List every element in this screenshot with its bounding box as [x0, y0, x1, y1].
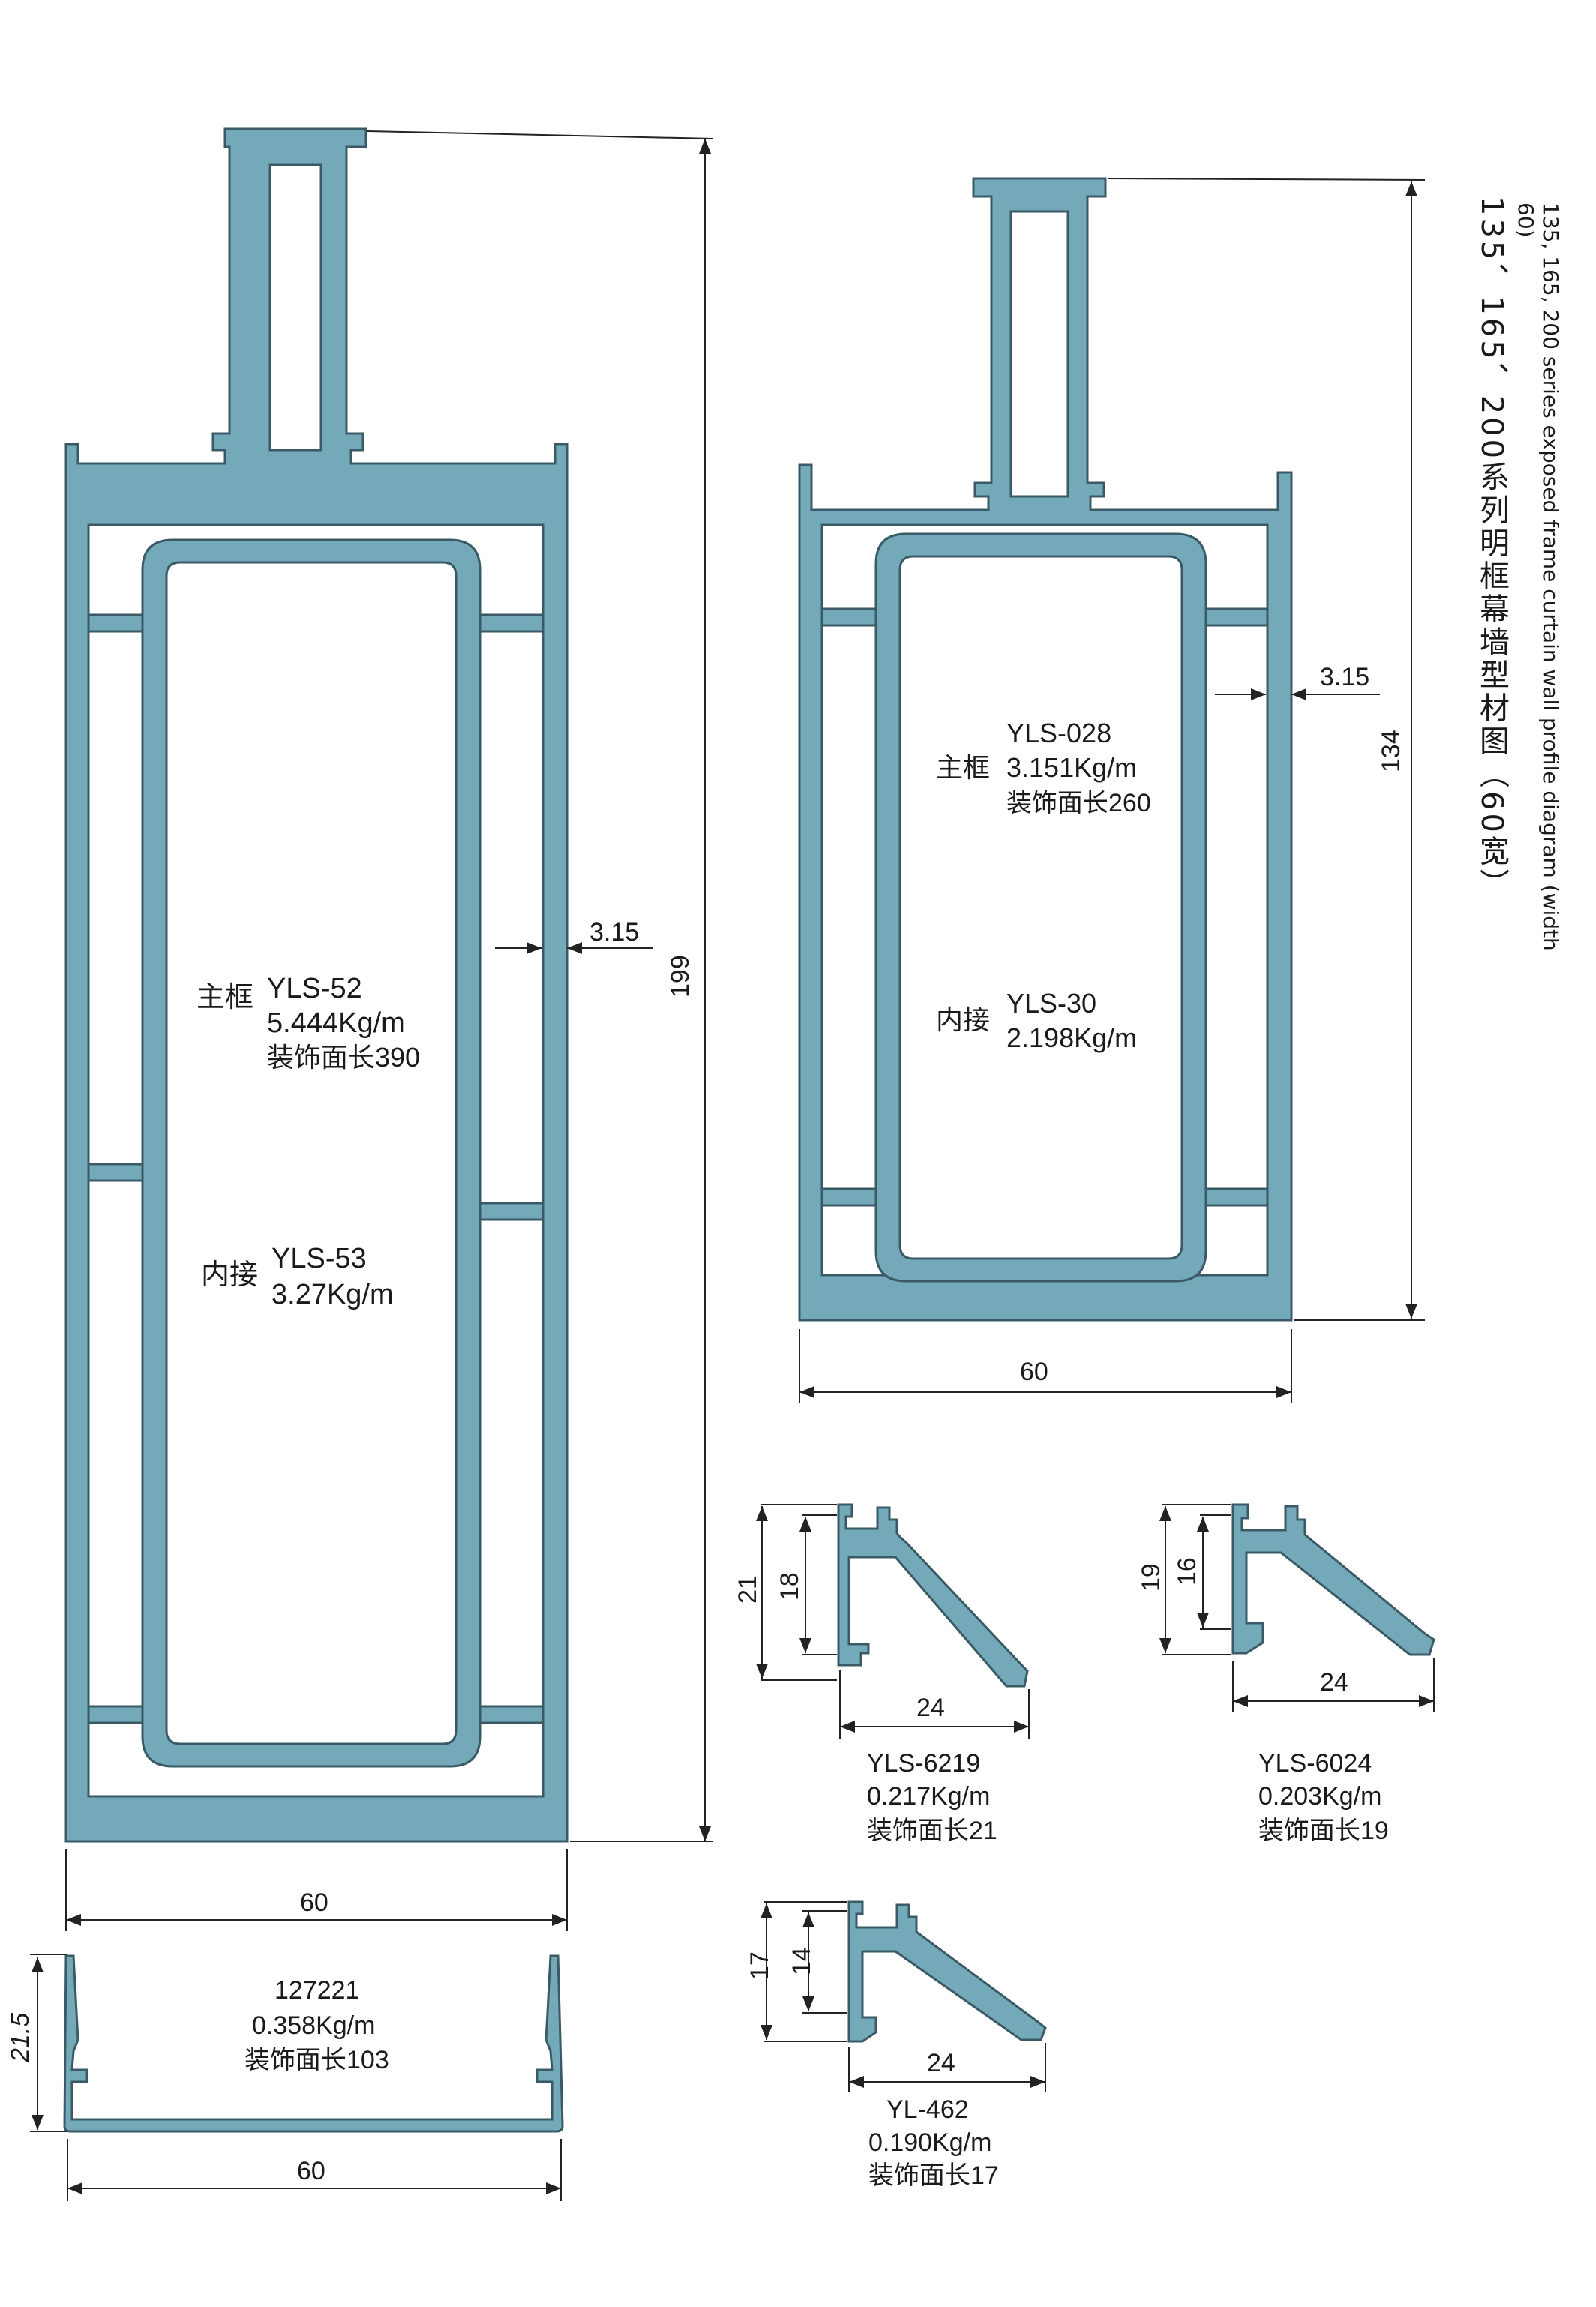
large-main-code: YLS-52: [267, 973, 362, 1004]
medium-inner-label: 内接: [936, 1004, 990, 1035]
large-main-face: 装饰面长390: [267, 1042, 420, 1072]
462-width-value: 24: [927, 2049, 956, 2078]
large-rib: [478, 1705, 544, 1724]
6219-face: 装饰面长21: [867, 1816, 998, 1845]
profile-6219: 21 18 24 YLS-6219 0.217Kg/m 装饰面长21: [734, 1503, 1030, 1845]
cover-face: 装饰面长103: [244, 2046, 389, 2074]
large-inner-weight: 3.27Kg/m: [272, 1279, 394, 1310]
cover-profile-shape: [63, 1954, 564, 2133]
medium-width-value: 60: [1020, 1358, 1048, 1386]
profile-462: 17 14 24 YL-462 0.190Kg/m 装饰面长17: [746, 1900, 1047, 2190]
profile-6024: 19 16 24 YLS-6024 0.203Kg/m 装饰面长19: [1137, 1503, 1436, 1845]
large-wall-value: 3.15: [590, 918, 639, 946]
large-main-frame: [64, 128, 568, 1843]
6024-weight: 0.203Kg/m: [1258, 1782, 1382, 1810]
large-inner-frame: [141, 538, 482, 1768]
462-weight: 0.190Kg/m: [868, 2128, 992, 2157]
large-height-value: 199: [666, 955, 694, 998]
462-face: 装饰面长17: [868, 2162, 999, 2190]
cover-code: 127221: [274, 1976, 359, 2005]
large-inner-code: YLS-53: [272, 1243, 367, 1274]
medium-wall-value: 3.15: [1320, 663, 1370, 692]
462-inner-value: 14: [788, 1947, 816, 1976]
6024-inner-value: 16: [1173, 1557, 1202, 1586]
profile-large: 主框 YLS-52 5.444Kg/m 装饰面长390 内接 YLS-53 3.…: [64, 128, 713, 1931]
medium-height-value: 134: [1377, 730, 1406, 772]
title-chinese: 135、165、200系列明框幕墙型材图（60宽）: [1474, 196, 1509, 902]
462-code: YL-462: [886, 2096, 969, 2124]
cover-weight: 0.358Kg/m: [252, 2012, 375, 2040]
title-english: 135, 165, 200 series exposed frame curta…: [1514, 202, 1563, 951]
medium-inner-frame: [874, 532, 1208, 1282]
profile-medium: YLS-028 主框 3.151Kg/m 装饰面长260 YLS-30 内接 2…: [798, 177, 1426, 1402]
large-rib: [478, 614, 544, 633]
medium-ext-line: [1108, 178, 1426, 181]
medium-main-label: 主框: [936, 752, 990, 783]
6024-code: YLS-6024: [1258, 1749, 1372, 1778]
large-rib: [87, 614, 150, 633]
medium-rib: [820, 1187, 884, 1207]
profile-6219-shape: [837, 1503, 1029, 1688]
medium-inner-weight: 2.198Kg/m: [1006, 1022, 1137, 1053]
6219-code: YLS-6219: [867, 1749, 980, 1778]
large-width-value: 60: [300, 1888, 328, 1917]
6024-outer-value: 19: [1137, 1563, 1166, 1592]
medium-inner-code: YLS-30: [1006, 988, 1096, 1018]
6219-outer-value: 21: [734, 1575, 762, 1604]
profile-cover: 127221 0.358Kg/m 装饰面长103 21.5 60: [6, 1954, 564, 2201]
6219-weight: 0.217Kg/m: [867, 1782, 990, 1810]
medium-main-frame: [798, 177, 1293, 1322]
profile-462-shape: [848, 1900, 1047, 2043]
large-inner-label: 内接: [201, 1259, 258, 1291]
profile-6024-shape: [1232, 1503, 1436, 1656]
medium-main-face: 装饰面长260: [1006, 789, 1151, 818]
cover-width-value: 60: [297, 2157, 326, 2186]
large-main-weight: 5.444Kg/m: [267, 1007, 405, 1039]
large-rib: [87, 1705, 150, 1724]
6219-inner-value: 18: [776, 1572, 804, 1600]
medium-main-code: YLS-028: [1006, 718, 1112, 748]
medium-main-weight: 3.151Kg/m: [1006, 752, 1137, 783]
6024-width-value: 24: [1320, 1668, 1348, 1696]
medium-rib: [1204, 1187, 1269, 1207]
medium-rib: [820, 608, 884, 627]
462-outer-value: 17: [746, 1952, 774, 1980]
large-rib: [87, 1162, 150, 1182]
cover-height-value: 21.5: [6, 2013, 34, 2063]
large-main-label: 主框: [196, 982, 254, 1013]
large-ext-line: [367, 130, 713, 140]
6024-face: 装饰面长19: [1258, 1816, 1389, 1845]
6219-width-value: 24: [916, 1694, 945, 1722]
medium-rib: [1204, 608, 1269, 627]
large-rib: [478, 1202, 544, 1221]
